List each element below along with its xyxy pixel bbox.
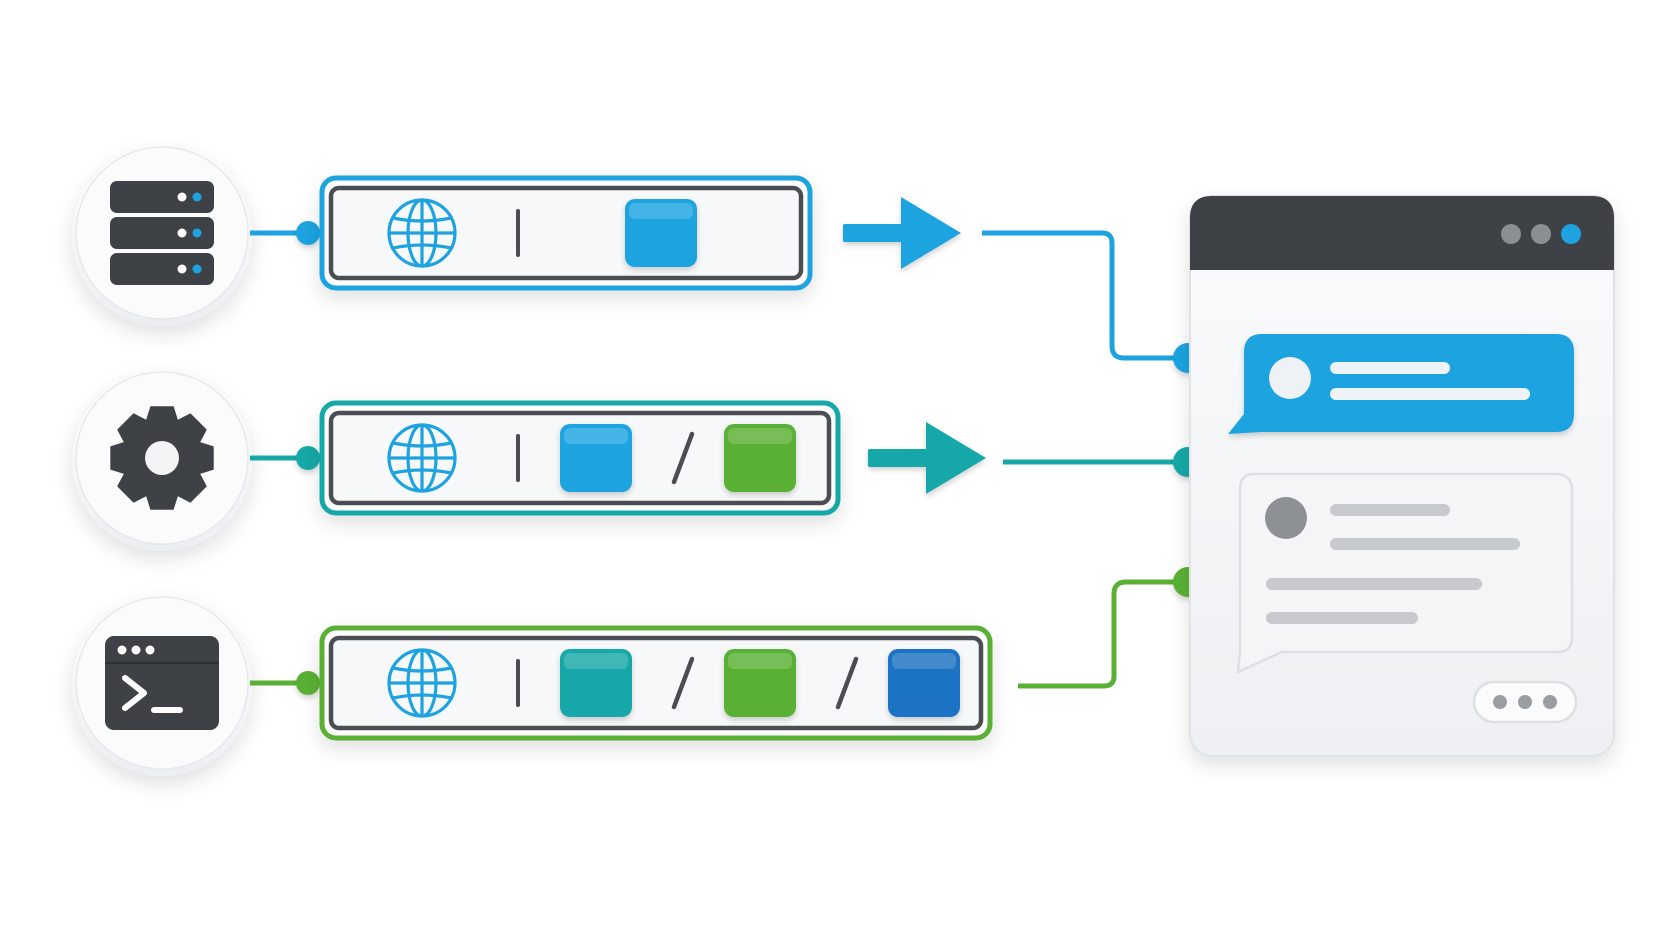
path-segment-block [724,649,796,717]
ellipsis-icon[interactable] [1472,680,1578,724]
window-title-bar [1190,196,1614,270]
message-bubble-incoming [1236,472,1574,675]
avatar [1269,357,1311,399]
gear-icon [110,406,214,510]
path-segment-block [625,199,697,267]
terminal-icon [105,636,219,730]
connectors [982,230,1203,689]
arrow-right-icon [868,422,986,494]
connector-line [982,230,1188,361]
connector-node [296,446,320,470]
globe-icon [387,423,457,493]
connector-node [296,671,320,695]
window-control-button[interactable] [1501,224,1521,244]
globe-icon [387,648,457,718]
chat-window [1189,195,1615,757]
connector-line [1018,579,1188,689]
connector-node [296,221,320,245]
path-segment-block [888,649,960,717]
message-bubble-outgoing [1228,334,1574,434]
source-rows [72,146,993,776]
window-control-button[interactable] [1561,224,1581,244]
globe-icon [387,198,457,268]
window-control-button[interactable] [1531,224,1551,244]
path-segment-block [560,649,632,717]
arrow-right-icon [843,197,961,269]
path-slash [671,431,695,485]
source-row [72,146,961,326]
path-segment-block [724,424,796,492]
source-row [72,371,986,551]
source-row [72,596,993,776]
path-segment-block [560,424,632,492]
path-slash [835,656,859,710]
avatar [1265,497,1307,539]
path-slash [671,656,695,710]
server-stack-icon [110,181,214,285]
